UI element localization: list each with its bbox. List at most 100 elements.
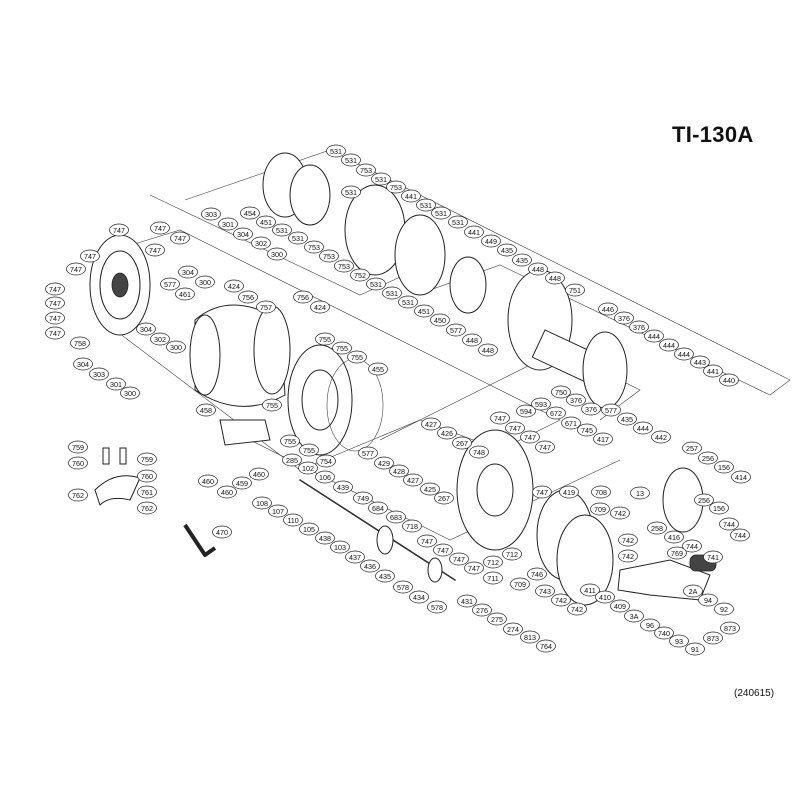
- part-callout: 304: [233, 227, 253, 241]
- part-callout: 753: [319, 249, 339, 263]
- part-number-label: 156: [718, 463, 730, 472]
- part-number-label: 267: [456, 439, 468, 448]
- part-callout: 747: [532, 485, 552, 499]
- part-number-label: 267: [438, 494, 450, 503]
- part-number-label: 742: [571, 605, 583, 614]
- part-number-label: 742: [622, 552, 634, 561]
- part-number-label: 425: [424, 485, 436, 494]
- part-callout: 256: [694, 493, 714, 507]
- part-number-label: 747: [453, 555, 465, 564]
- part-callout: 411: [580, 583, 600, 597]
- pinion-shaft: [299, 479, 456, 583]
- part-number-label: 302: [154, 335, 166, 344]
- part-number-label: 419: [563, 488, 575, 497]
- part-callout: 446: [598, 302, 618, 316]
- part-number-label: 93: [675, 637, 683, 646]
- part-number-label: 747: [49, 329, 61, 338]
- part-callout: 747: [109, 223, 129, 237]
- part-callout: 376: [614, 311, 634, 325]
- part-callout: 755: [315, 332, 335, 346]
- part-number-label: 376: [570, 396, 582, 405]
- part-number-label: 417: [597, 435, 609, 444]
- part-number-label: 426: [441, 429, 453, 438]
- part-number-label: 757: [260, 303, 272, 312]
- part-callout: 747: [45, 282, 65, 296]
- part-number-label: 258: [651, 524, 663, 533]
- part-callout: 304: [136, 322, 156, 336]
- part-callout: 427: [403, 473, 423, 487]
- part-callout: 461: [175, 287, 195, 301]
- part-callout: 2A: [683, 584, 703, 598]
- part-number-label: 460: [202, 477, 214, 486]
- part-callout: 92: [714, 602, 734, 616]
- left-side-plate: [89, 234, 151, 336]
- part-number-label: 577: [605, 406, 617, 415]
- part-callout: 301: [218, 217, 238, 231]
- part-number-label: 424: [228, 282, 240, 291]
- part-number-label: 760: [141, 472, 153, 481]
- lower-bracket: [219, 419, 271, 446]
- part-callout: 747: [66, 262, 86, 276]
- part-number-label: 747: [421, 537, 433, 546]
- part-number-label: 410: [599, 593, 611, 602]
- part-callout: 376: [629, 320, 649, 334]
- part-number-label: 769: [671, 549, 683, 558]
- part-callout: 451: [414, 304, 434, 318]
- part-callout: 671: [561, 416, 581, 430]
- part-number-label: 439: [337, 483, 349, 492]
- part-number-label: 304: [77, 360, 89, 369]
- part-callout: 759: [68, 440, 88, 454]
- part-number-label: 578: [431, 603, 443, 612]
- part-callout: 470: [212, 525, 232, 539]
- part-number-label: 747: [113, 226, 125, 235]
- part-number-label: 256: [698, 496, 710, 505]
- part-callout: 751: [565, 283, 585, 297]
- part-callout: 257: [682, 441, 702, 455]
- part-number-label: 711: [487, 574, 498, 583]
- part-callout: 436: [360, 559, 380, 573]
- part-callout: 439: [333, 480, 353, 494]
- part-callout: 712: [483, 555, 503, 569]
- part-number-label: 531: [435, 209, 447, 218]
- part-callout: 745: [577, 423, 597, 437]
- part-number-label: 444: [648, 332, 660, 341]
- part-number-label: 873: [707, 634, 719, 643]
- part-callout: 531: [326, 144, 346, 158]
- part-callout: 531: [341, 153, 361, 167]
- part-number-label: 303: [93, 370, 105, 379]
- part-callout: 300: [195, 275, 215, 289]
- part-callout: 440: [719, 373, 739, 387]
- part-callout: 748: [469, 445, 489, 459]
- part-callout: 256: [698, 451, 718, 465]
- part-number-label: 531: [276, 226, 288, 235]
- part-callout: 753: [386, 180, 406, 194]
- part-number-label: 531: [402, 298, 414, 307]
- part-callout: 753: [304, 240, 324, 254]
- part-number-label: 747: [49, 314, 61, 323]
- spool: [507, 269, 628, 409]
- part-callout: 762: [137, 501, 157, 515]
- part-number-label: 761: [141, 488, 153, 497]
- part-number-label: 748: [473, 448, 485, 457]
- part-callout: 760: [137, 469, 157, 483]
- part-callout: 709: [510, 577, 530, 591]
- part-number-label: 747: [539, 443, 551, 452]
- part-number-label: 102: [302, 464, 314, 473]
- part-callout: 275: [487, 612, 507, 626]
- part-callout: 105: [299, 522, 319, 536]
- part-number-label: 440: [723, 376, 735, 385]
- part-callout: 752: [350, 268, 370, 282]
- diagram-title: TI-130A: [672, 122, 754, 147]
- part-callout: 448: [528, 262, 548, 276]
- part-callout: 449: [481, 234, 501, 248]
- part-number-label: 435: [621, 415, 633, 424]
- part-number-label: 285: [286, 456, 298, 465]
- part-number-label: 672: [550, 409, 562, 418]
- part-number-label: 708: [595, 488, 607, 497]
- part-callout: 258: [647, 521, 667, 535]
- part-callout: 276: [472, 603, 492, 617]
- part-number-label: 873: [724, 624, 736, 633]
- part-number-label: 756: [297, 293, 309, 302]
- part-callout: 267: [434, 491, 454, 505]
